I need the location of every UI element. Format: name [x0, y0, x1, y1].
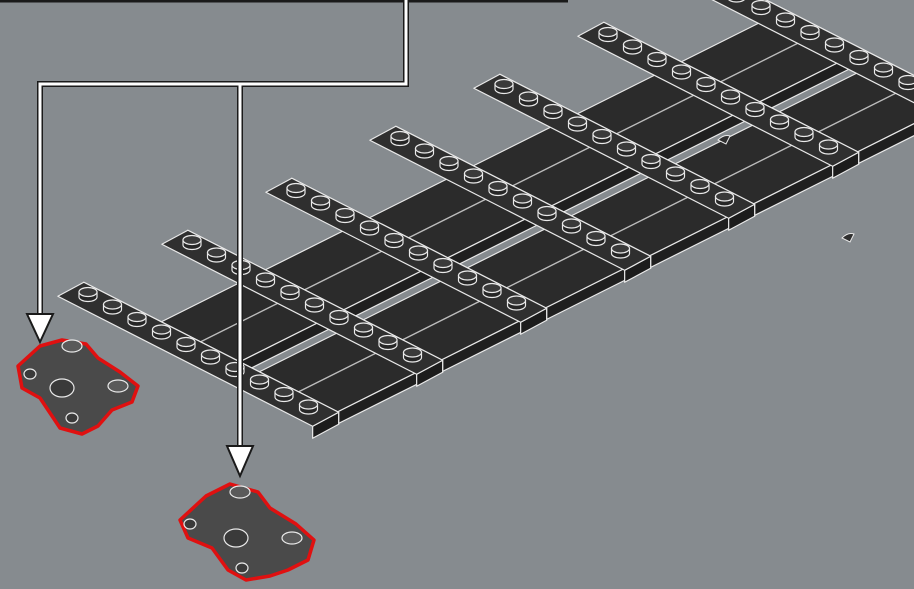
- stud: [563, 219, 581, 233]
- stud: [752, 1, 770, 15]
- stud: [820, 140, 838, 154]
- stud: [410, 246, 428, 260]
- stud: [104, 300, 122, 314]
- connector-peg: [842, 234, 854, 243]
- stud: [404, 348, 422, 362]
- stud: [287, 184, 305, 198]
- stud: [514, 194, 532, 208]
- arrow-head-right: [227, 446, 253, 476]
- stud: [875, 63, 893, 77]
- stud: [275, 388, 293, 402]
- stud: [508, 296, 526, 310]
- stud: [379, 336, 397, 350]
- stud: [251, 375, 269, 389]
- stud: [850, 51, 868, 65]
- stud: [306, 298, 324, 312]
- stud: [281, 286, 299, 300]
- stud: [312, 196, 330, 210]
- stud: [495, 80, 513, 94]
- stud: [642, 155, 660, 169]
- highlighted-part-right: [180, 484, 314, 580]
- stud: [202, 350, 220, 364]
- stud: [385, 234, 403, 248]
- stud: [300, 400, 318, 414]
- stud: [697, 78, 715, 92]
- stud: [483, 284, 501, 298]
- stud: [777, 13, 795, 27]
- stud: [153, 325, 171, 339]
- stud: [208, 248, 226, 262]
- stud: [183, 236, 201, 250]
- stud: [128, 313, 146, 327]
- stud: [826, 38, 844, 52]
- stud: [569, 117, 587, 131]
- stud: [795, 128, 813, 142]
- stud: [716, 192, 734, 206]
- stud: [336, 209, 354, 223]
- stud: [391, 132, 409, 146]
- stud: [544, 105, 562, 119]
- stud: [691, 180, 709, 194]
- stud: [520, 92, 538, 106]
- track-base-plates: [147, 17, 914, 431]
- stud: [667, 167, 685, 181]
- stud: [79, 288, 97, 302]
- highlighted-part-left: [18, 340, 138, 434]
- stud: [434, 259, 452, 273]
- stud: [624, 40, 642, 54]
- stud: [599, 28, 617, 42]
- stud: [612, 244, 630, 258]
- stud: [618, 142, 636, 156]
- stud: [722, 90, 740, 104]
- stud: [587, 232, 605, 246]
- stud: [538, 207, 556, 221]
- stud: [257, 273, 275, 287]
- stud: [416, 144, 434, 158]
- stud: [673, 65, 691, 79]
- stud: [489, 182, 507, 196]
- stud: [771, 115, 789, 129]
- arrow-head-left: [27, 314, 53, 342]
- stud: [465, 169, 483, 183]
- stud: [459, 271, 477, 285]
- stud: [899, 76, 914, 90]
- stud: [330, 311, 348, 325]
- stud: [355, 323, 373, 337]
- stud: [361, 221, 379, 235]
- stud: [440, 157, 458, 171]
- stud: [593, 130, 611, 144]
- stud: [746, 103, 764, 117]
- stud: [648, 53, 666, 67]
- stud: [177, 338, 195, 352]
- stud: [801, 26, 819, 40]
